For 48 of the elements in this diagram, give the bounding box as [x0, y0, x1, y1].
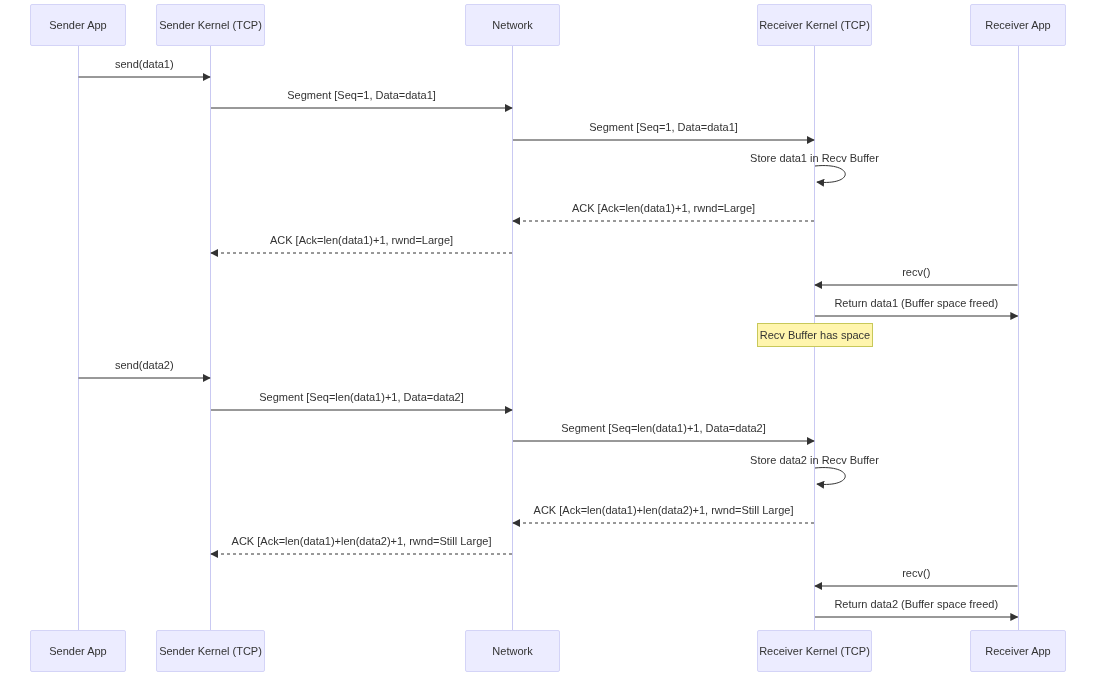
- edge-label: ACK [Ack=len(data1)+len(data2)+1, rwnd=Still Large]: [230, 534, 493, 548]
- edge-label: Store data1 in Recv Buffer: [749, 151, 880, 165]
- message-arrow: [814, 281, 1018, 289]
- participant-box: Network: [465, 4, 560, 46]
- message-arrow: [512, 136, 815, 144]
- message-arrow: [512, 519, 815, 527]
- lifeline: [814, 46, 815, 630]
- edge-label: recv(): [901, 566, 932, 580]
- participant-box: Sender App: [30, 630, 126, 672]
- message-arrow: [78, 73, 211, 81]
- message-arrow: [814, 312, 1019, 320]
- lifeline: [512, 46, 513, 630]
- participant-box: Receiver Kernel (TCP): [757, 630, 872, 672]
- edge-label: Store data2 in Recv Buffer: [749, 453, 880, 467]
- edge-label: Segment [Seq=1, Data=data1]: [286, 88, 437, 102]
- edge-label: Segment [Seq=len(data1)+1, Data=data2]: [560, 421, 767, 435]
- edge-label: Return data2 (Buffer space freed): [833, 597, 1000, 611]
- message-arrow: [210, 104, 513, 112]
- message-arrow: [78, 374, 211, 382]
- message-arrow: [210, 550, 513, 558]
- message-arrow: [210, 406, 513, 414]
- message-arrow: [814, 582, 1018, 590]
- participant-box: Receiver App: [970, 4, 1066, 46]
- lifeline: [1017, 46, 1019, 630]
- self-message-arrow: [814, 165, 846, 187]
- edge-label: send(data1): [113, 57, 175, 71]
- message-arrow: [512, 217, 815, 225]
- participant-box: Receiver Kernel (TCP): [757, 4, 872, 46]
- participant-box: Receiver App: [970, 630, 1066, 672]
- edge-label: Segment [Seq=len(data1)+1, Data=data2]: [258, 390, 465, 404]
- lifeline: [77, 46, 79, 630]
- participant-box: Sender Kernel (TCP): [156, 630, 265, 672]
- message-arrow: [512, 437, 815, 445]
- self-message-arrow: [814, 467, 846, 489]
- edge-label: ACK [Ack=len(data1)+len(data2)+1, rwnd=Still Large]: [532, 503, 795, 517]
- edge-label: Return data1 (Buffer space freed): [833, 296, 1000, 310]
- edge-label: recv(): [901, 265, 932, 279]
- participant-box: Sender App: [30, 4, 126, 46]
- edge-label: ACK [Ack=len(data1)+1, rwnd=Large]: [570, 201, 757, 215]
- participant-box: Network: [465, 630, 560, 672]
- participant-box: Sender Kernel (TCP): [156, 4, 265, 46]
- message-arrow: [814, 613, 1019, 621]
- message-arrow: [210, 249, 513, 257]
- note-box: Recv Buffer has space: [757, 323, 873, 347]
- edge-label: send(data2): [113, 358, 175, 372]
- edge-label: Segment [Seq=1, Data=data1]: [588, 120, 739, 134]
- edge-label: ACK [Ack=len(data1)+1, rwnd=Large]: [268, 233, 455, 247]
- lifeline: [210, 46, 211, 630]
